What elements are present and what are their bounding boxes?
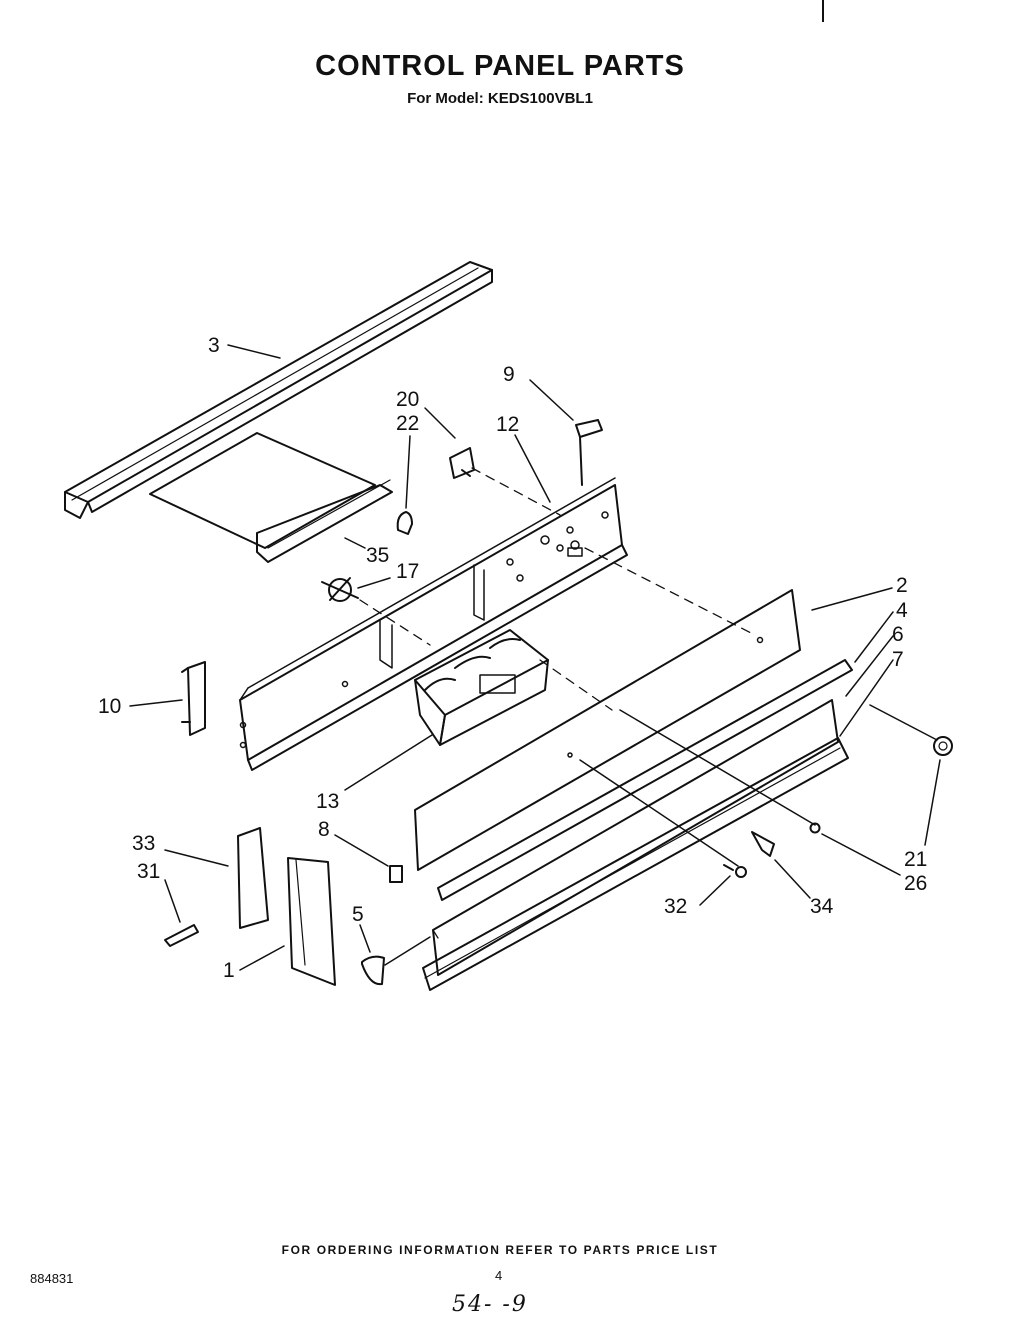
part-2-front-panel [414, 589, 801, 871]
document-number: 884831 [30, 1271, 74, 1286]
ordering-note: FOR ORDERING INFORMATION REFER TO PARTS … [281, 1243, 719, 1257]
part-10-bracket [181, 661, 206, 736]
part-8-block [389, 865, 403, 883]
part-4-trim-strip [437, 659, 853, 901]
page-number: 4 [495, 1268, 503, 1283]
page-title: CONTROL PANEL PARTS [315, 50, 685, 82]
part-31-bracket [164, 924, 199, 947]
callout-6: 6 [892, 623, 904, 646]
part-9-connector [575, 419, 603, 486]
part-34-clip [751, 831, 775, 857]
callout-9: 9 [503, 363, 515, 386]
part-13-control-module [414, 629, 549, 746]
handwritten-note: 54- -9 [452, 1292, 528, 1317]
part-21-knob [933, 736, 953, 756]
callout-labels: 3 9 20 22 12 35 17 2 4 6 7 10 13 8 21 26… [98, 334, 927, 982]
callout-35: 35 [366, 544, 389, 567]
callout-34: 34 [810, 895, 834, 918]
part-20-switch [449, 447, 475, 479]
part-3-top-rail [64, 261, 493, 519]
page-edge-mark [822, 0, 824, 22]
callout-2: 2 [896, 574, 908, 597]
part-26-nut [809, 822, 821, 834]
part-22-clip [396, 511, 413, 535]
part-32-screw [723, 864, 747, 878]
assembly-dashed-lines [359, 467, 756, 711]
part-33-side-panel [237, 827, 269, 929]
part-5-end-clip [361, 955, 385, 986]
callout-20: 20 [396, 388, 419, 411]
callout-13: 13 [316, 790, 339, 813]
callout-26: 26 [904, 872, 927, 895]
callout-4: 4 [896, 599, 908, 622]
callout-1: 1 [223, 959, 235, 982]
callout-17: 17 [396, 560, 419, 583]
model-subtitle: For Model: KEDS100VBL1 [407, 90, 593, 107]
callout-7: 7 [892, 648, 904, 671]
part-12-control-bracket [239, 477, 628, 771]
callout-12: 12 [496, 413, 519, 436]
part-35-insulation-sheet [149, 432, 393, 563]
callout-22: 22 [396, 412, 419, 435]
callout-8: 8 [318, 818, 330, 841]
callout-3: 3 [208, 334, 220, 357]
part-1-end-cap [287, 857, 336, 986]
leader-lines [129, 344, 941, 971]
callout-5: 5 [352, 903, 364, 926]
part-6-trim-strip [432, 699, 839, 976]
callout-10: 10 [98, 695, 121, 718]
part-7-trim-strip [422, 737, 849, 991]
callout-31: 31 [137, 860, 160, 883]
callout-32: 32 [664, 895, 687, 918]
callout-21: 21 [904, 848, 927, 871]
callout-33: 33 [132, 832, 155, 855]
part-17-timer [321, 577, 359, 602]
